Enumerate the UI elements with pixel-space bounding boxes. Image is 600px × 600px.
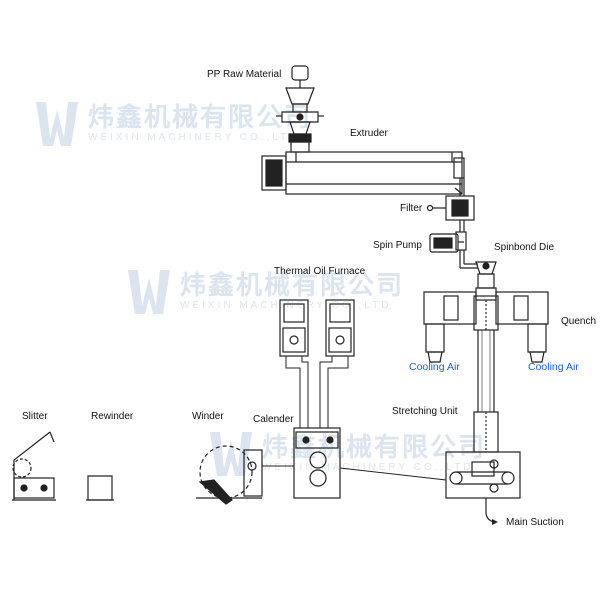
label-slitter: Slitter	[22, 411, 48, 422]
web-former	[445, 451, 521, 525]
label-cooling-air-left: Cooling Air	[409, 361, 460, 373]
label-filter: Filter	[400, 203, 423, 214]
winder-unit	[196, 445, 263, 505]
watermark-bottom: 炜鑫机械有限公司 WEIXIN MACHINERY CO.,LTD	[208, 428, 486, 480]
watermark-company-cn: 炜鑫机械有限公司	[88, 103, 313, 133]
rewinder-unit	[86, 475, 114, 501]
label-spinbond-die: Spinbond Die	[494, 242, 555, 253]
label-pp-raw-material: PP Raw Material	[207, 69, 282, 80]
extruder	[261, 151, 465, 195]
watermark-top: 炜鑫机械有限公司 WEIXIN MACHINERY CO.,LTD	[34, 98, 312, 150]
watermark-company-en: WEIXIN MACHINERY CO.,LTD	[262, 462, 474, 473]
filament-channel	[477, 330, 495, 412]
spinbond-die	[475, 261, 497, 301]
label-stretching-unit: Stretching Unit	[392, 406, 458, 417]
label-calender: Calender	[253, 414, 294, 425]
company-logo-icon	[210, 432, 252, 476]
quench-chambers	[423, 291, 549, 363]
company-logo-icon	[128, 270, 170, 314]
label-rewinder: Rewinder	[91, 411, 134, 422]
spin-pump-unit	[429, 231, 467, 253]
melt-pipe	[459, 178, 478, 269]
watermark-company-en: WEIXIN MACHINERY CO.,LTD	[88, 132, 300, 143]
web-path	[262, 465, 447, 481]
label-extruder: Extruder	[350, 128, 388, 139]
thermal-oil-furnaces	[279, 299, 355, 357]
filter-unit	[426, 195, 475, 221]
label-thermal-oil-furnace: Thermal Oil Furnace	[274, 266, 366, 277]
oil-lines	[285, 356, 349, 428]
stretching-unit-body	[473, 411, 499, 453]
label-winder: Winder	[192, 411, 224, 422]
slitter-unit	[12, 431, 56, 501]
label-quench: Quench	[561, 316, 597, 327]
calender-unit	[293, 427, 341, 499]
company-logo-icon	[36, 102, 78, 146]
label-cooling-air-right: Cooling Air	[528, 361, 579, 373]
label-main-suction: Main Suction	[506, 517, 564, 528]
hopper-unit	[276, 65, 324, 153]
watermark-company-cn: 炜鑫机械有限公司	[180, 271, 405, 301]
label-spin-pump: Spin Pump	[373, 240, 422, 251]
